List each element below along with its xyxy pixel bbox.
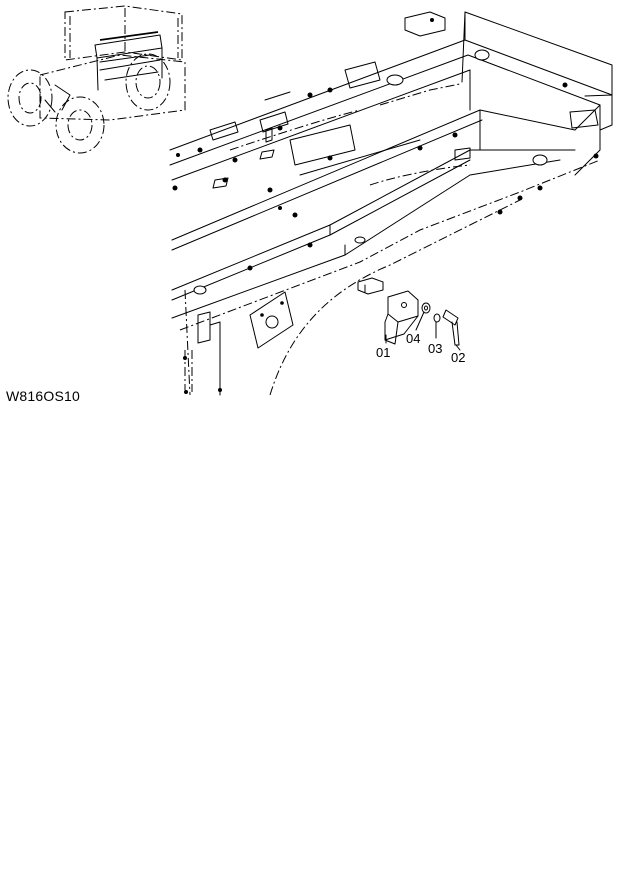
callout-03: 03 <box>428 341 442 356</box>
part-01-bracket <box>384 290 419 345</box>
part-03-lock-washer <box>433 313 441 323</box>
part-04-washer <box>421 302 431 314</box>
machine-overview-illustration <box>7 5 186 154</box>
exploded-parts <box>384 290 461 351</box>
callout-01: 01 <box>376 345 390 360</box>
callout-04: 04 <box>406 331 420 346</box>
part-02-bolt <box>442 309 460 346</box>
chassis-frame <box>169 11 613 396</box>
callout-02: 02 <box>451 350 465 365</box>
drawing-code-label: W816OS10 <box>6 388 80 404</box>
